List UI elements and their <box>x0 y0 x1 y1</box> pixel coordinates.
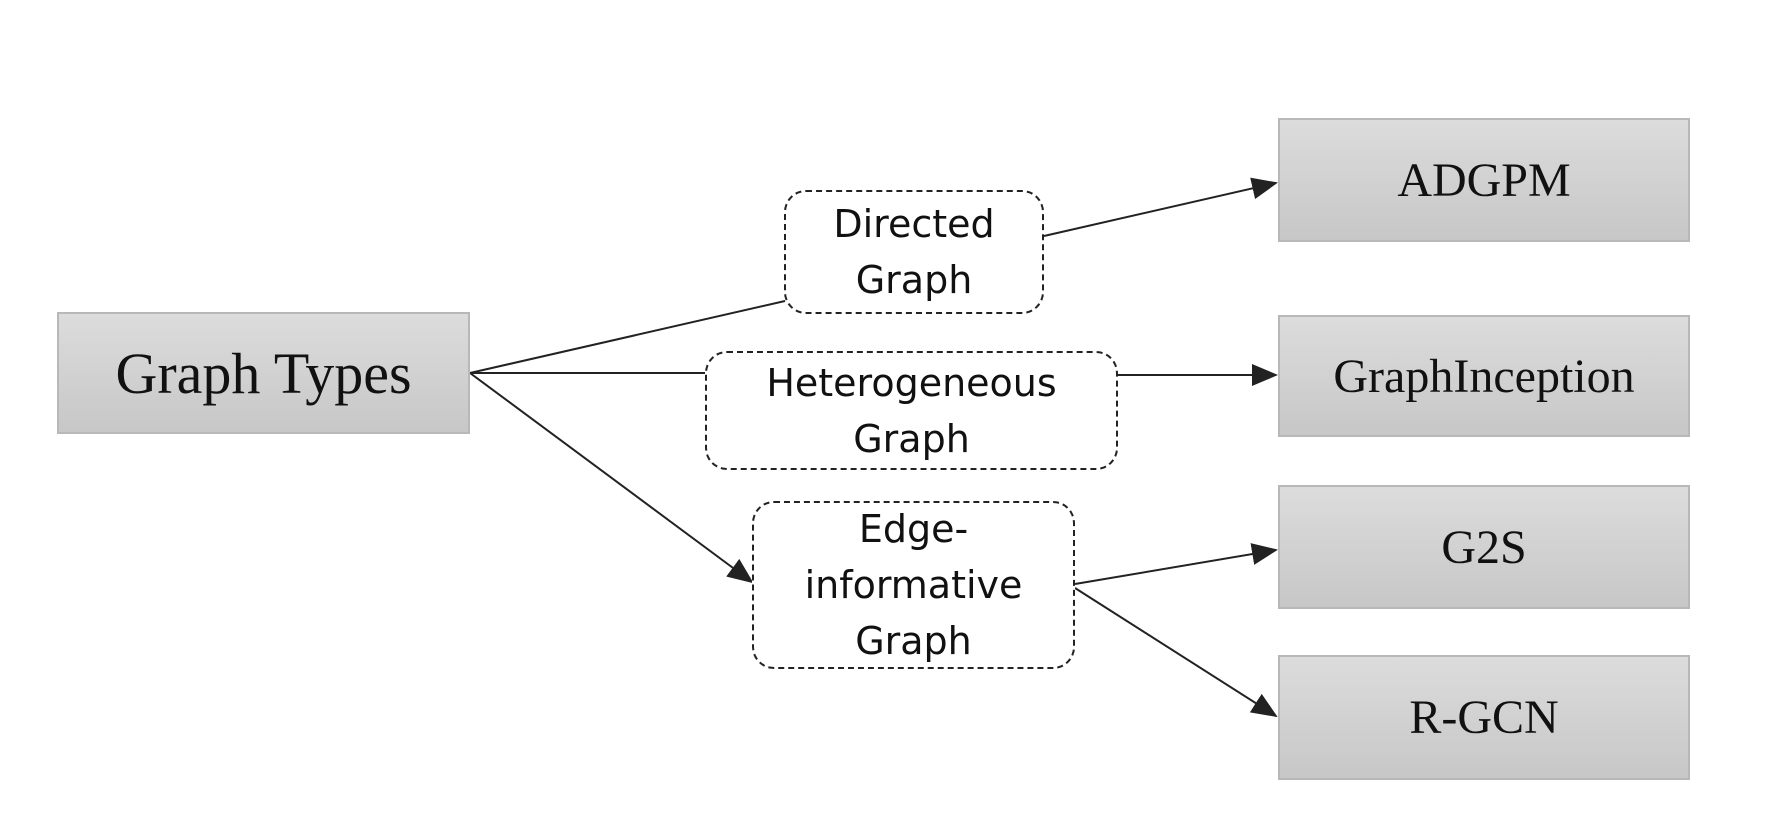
category-label-line: Heterogeneous <box>766 360 1057 405</box>
edge-directed-to-adgpm <box>1043 177 1278 237</box>
edge-root-to-directed <box>469 300 786 374</box>
root-node-graph-types: Graph Types <box>57 312 470 434</box>
category-label-line: Graph <box>855 258 973 302</box>
category-label-line: Graph <box>855 619 972 663</box>
method-node-r-gcn: R-GCN <box>1278 655 1690 780</box>
method-node-graphinception: GraphInception <box>1278 315 1690 437</box>
method-label: G2S <box>1441 520 1527 574</box>
method-node-g2s: G2S <box>1278 485 1690 609</box>
edge-edge-informative-to-g2s <box>1074 543 1278 585</box>
method-label: GraphInception <box>1333 349 1635 403</box>
root-node-label: Graph Types <box>115 340 412 406</box>
method-label: R-GCN <box>1409 691 1559 744</box>
method-node-adgpm: ADGPM <box>1278 118 1690 242</box>
edge-root-to-edge-informative <box>469 372 754 584</box>
edge-edge-informative-to-r-gcn <box>1074 587 1278 718</box>
category-node-edge-informative-graph: Edge- informative Graph <box>752 501 1075 669</box>
category-label-line: informative <box>804 563 1023 607</box>
category-label-line: Graph <box>853 416 970 461</box>
category-label-line: Edge- <box>858 507 969 551</box>
category-node-directed-graph: Directed Graph <box>784 190 1044 314</box>
category-node-heterogeneous-graph: Heterogeneous Graph <box>705 351 1118 470</box>
method-label: ADGPM <box>1397 153 1571 207</box>
category-label-line: Directed <box>833 202 995 246</box>
